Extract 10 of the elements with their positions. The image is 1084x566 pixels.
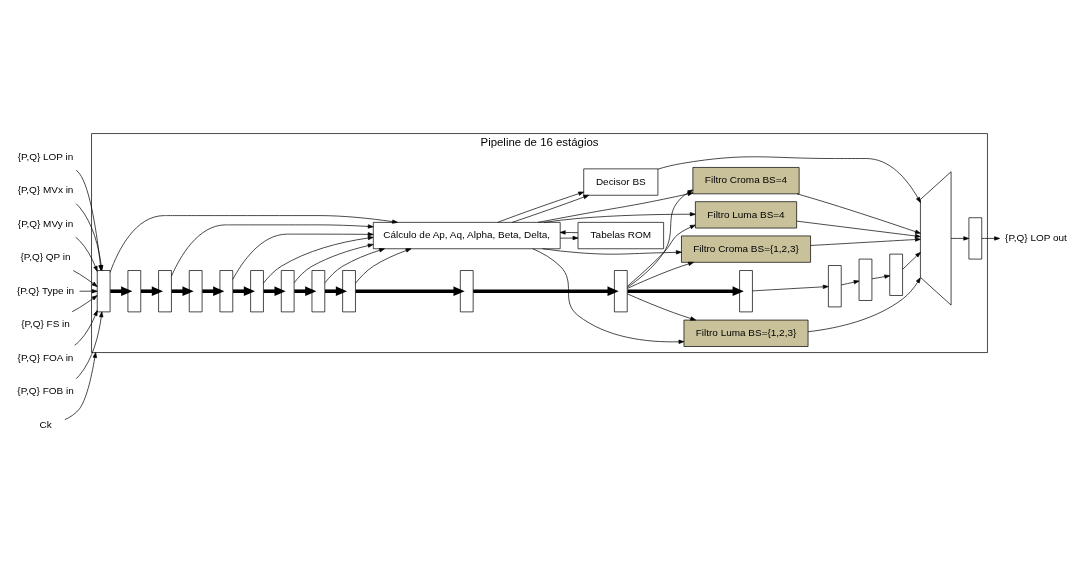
node-text: {P,Q} FOA in xyxy=(17,351,74,363)
node-text: {P.Q} Type in xyxy=(16,284,75,296)
node-text: {P,Q} LOP in xyxy=(17,150,74,162)
node-text: {P,Q} FOB in xyxy=(17,385,74,397)
node-text: {P,Q} LOP out xyxy=(1005,232,1067,244)
node-text: {P,Q} MVx in xyxy=(17,184,74,196)
node-text: Ck xyxy=(39,418,52,430)
node-text: {P,Q} QP in xyxy=(20,251,71,263)
node-text: {P,Q} FS in xyxy=(21,318,70,330)
node-text: {P,Q} MVy in xyxy=(17,217,74,229)
